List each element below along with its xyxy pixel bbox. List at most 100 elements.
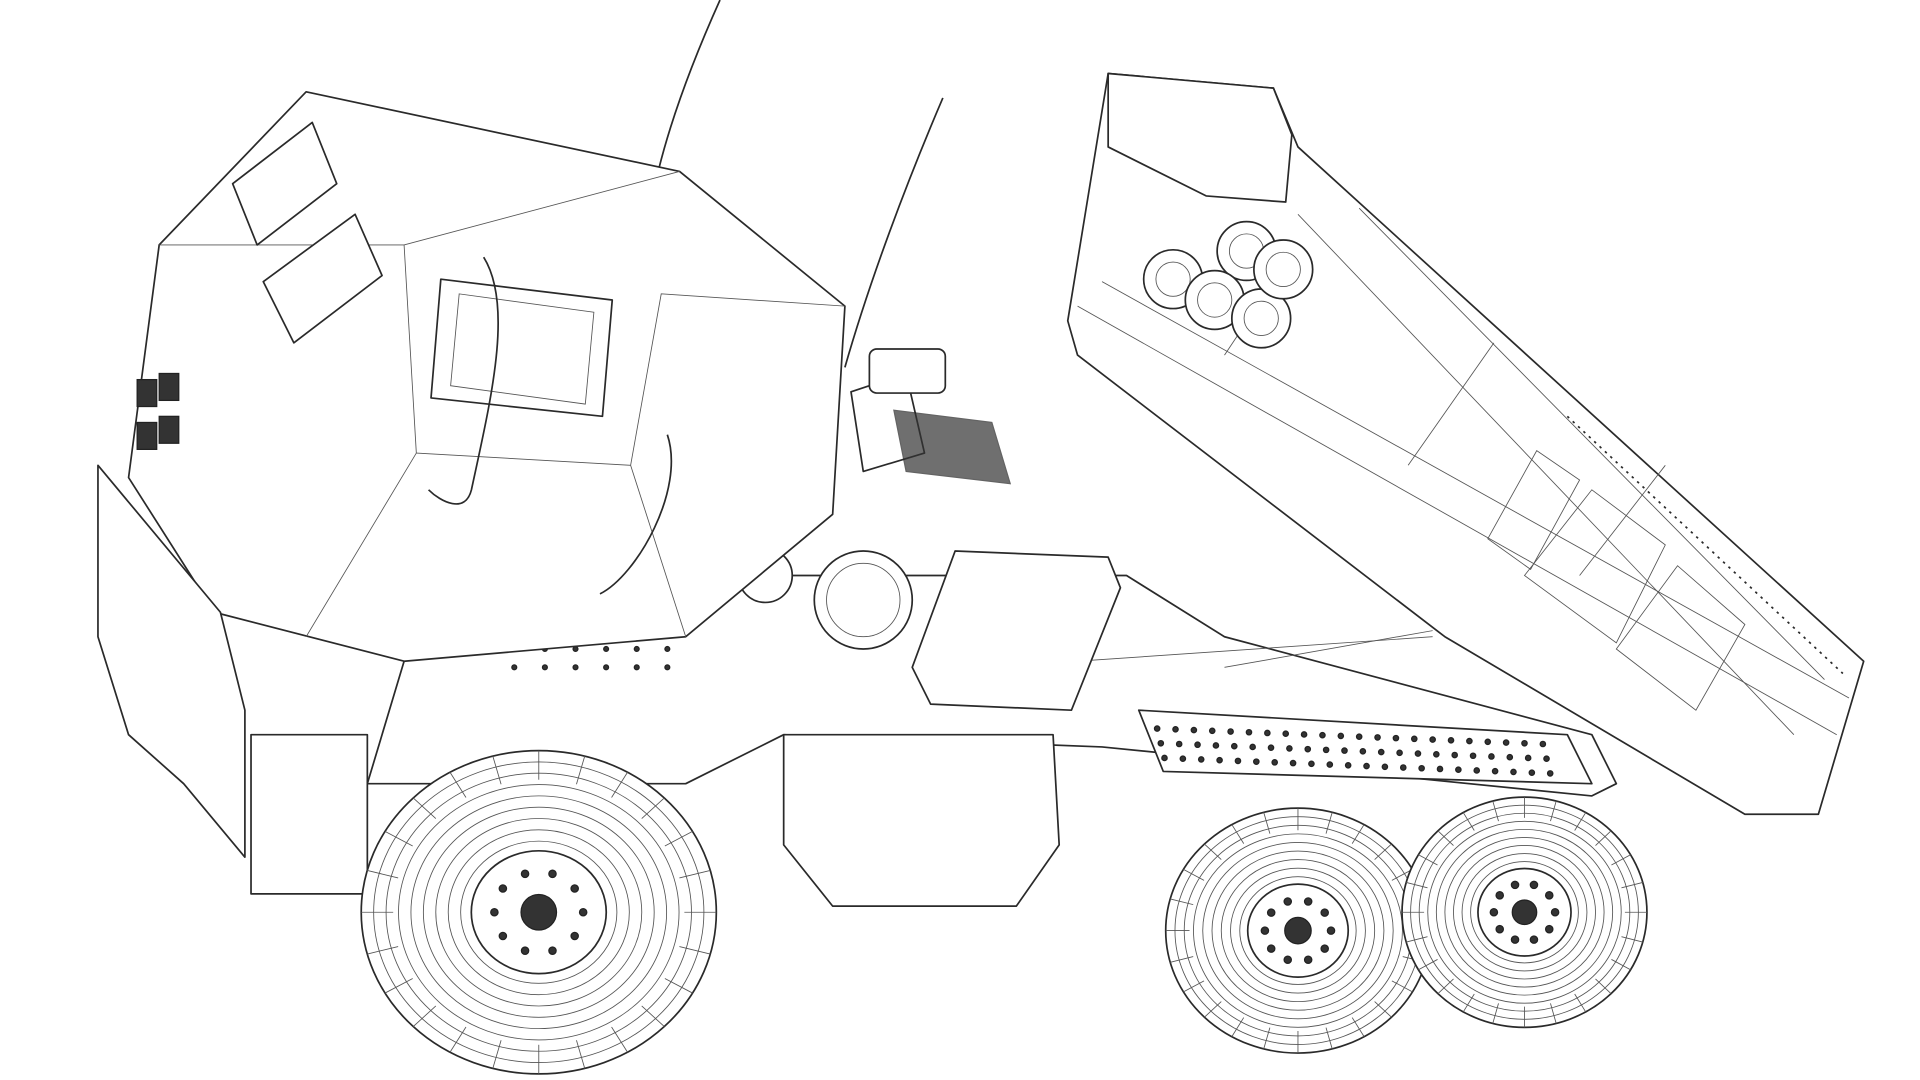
- lug-nut: [520, 869, 530, 879]
- vent-grille: [893, 409, 1012, 485]
- floor-hole: [633, 645, 640, 653]
- tread-line: [1170, 898, 1194, 906]
- lug-nut: [520, 946, 530, 955]
- tread-line: [1374, 843, 1392, 860]
- lug-nut: [570, 931, 579, 941]
- tread-line: [449, 772, 467, 798]
- rail-hole: [1161, 754, 1168, 762]
- cable: [599, 434, 673, 595]
- pod-panel: [1615, 565, 1746, 711]
- tread-line: [492, 755, 502, 785]
- tread-line: [449, 1026, 467, 1053]
- rail-hole: [1451, 751, 1459, 759]
- tire-ring: [398, 784, 680, 1041]
- rocket-tube-inner: [1243, 300, 1279, 336]
- rail-hole: [1473, 767, 1481, 774]
- tire-ring: [1239, 876, 1357, 985]
- lug-nut: [1266, 908, 1276, 917]
- rail-hole: [1326, 761, 1334, 768]
- front-grille: [136, 372, 180, 450]
- lug-nut: [1495, 924, 1505, 934]
- pod-panel: [1487, 449, 1581, 571]
- rail-hole: [1418, 764, 1425, 772]
- lug-nut: [1544, 891, 1554, 900]
- tread-line: [1351, 1017, 1365, 1037]
- lug-nut: [578, 907, 588, 917]
- rail-hole: [1253, 758, 1260, 765]
- tread-line: [1263, 1027, 1271, 1050]
- battery-box: [782, 733, 1061, 907]
- rocket-tube-inner: [1197, 282, 1233, 318]
- rail-hole: [1433, 750, 1440, 758]
- rail-hole: [1488, 753, 1495, 760]
- rail-hole: [1546, 770, 1554, 777]
- rail-hole: [1308, 760, 1315, 768]
- rail-hole: [1344, 761, 1352, 769]
- tread-line: [384, 978, 413, 994]
- rail-hole: [1455, 766, 1462, 774]
- tread-line: [1351, 824, 1365, 844]
- tread-line: [1621, 882, 1643, 889]
- lug-nut: [498, 884, 508, 893]
- rail-hole: [1179, 755, 1187, 762]
- floor-hole: [572, 664, 579, 671]
- tread-line: [679, 869, 711, 879]
- rail-hole: [1510, 768, 1517, 776]
- tread-line: [1437, 830, 1454, 846]
- tread-line: [1492, 1003, 1499, 1024]
- rail-hole: [1172, 725, 1179, 733]
- perforated-rail: [1137, 709, 1593, 785]
- lug-nut: [1529, 880, 1539, 890]
- lug-nut: [1544, 924, 1554, 934]
- tread-line: [492, 1040, 502, 1069]
- tread-line: [412, 1005, 437, 1027]
- storage-box: [911, 550, 1122, 712]
- floor-hole: [511, 664, 518, 671]
- tread-line: [384, 831, 413, 847]
- tread-line: [1611, 959, 1631, 971]
- tire-ring: [447, 829, 630, 996]
- rail-hole: [1319, 731, 1326, 739]
- rear-wheel-1: [1164, 807, 1432, 1054]
- floor-hole: [603, 645, 610, 653]
- rail-hole: [1521, 739, 1528, 747]
- rail-hole: [1447, 737, 1455, 744]
- tread-line: [1550, 800, 1557, 822]
- tread-line: [1462, 993, 1475, 1013]
- tread-line: [1611, 854, 1631, 866]
- cable: [427, 256, 499, 505]
- rail-hole: [1264, 729, 1271, 737]
- lug-nut: [1283, 955, 1293, 965]
- tire-ring: [1444, 837, 1605, 988]
- hub-nut: [1511, 899, 1538, 926]
- tread-line: [1263, 812, 1271, 834]
- lug-nut: [1303, 955, 1313, 965]
- lug-nut: [1260, 926, 1270, 935]
- tread-line: [1595, 978, 1612, 994]
- tire-ring: [1470, 861, 1579, 964]
- tire-ring: [1427, 820, 1622, 1004]
- rail-hole: [1175, 740, 1183, 748]
- rail-hole: [1300, 731, 1308, 738]
- tread-line: [576, 1040, 586, 1069]
- rocket-tubes: [1142, 220, 1314, 349]
- short-antenna: [844, 97, 944, 368]
- lug-nut: [1510, 935, 1520, 944]
- rail-hole: [1429, 736, 1436, 743]
- rail-hole: [1304, 745, 1312, 753]
- lug-nut: [1320, 944, 1329, 953]
- tread-line: [679, 946, 711, 955]
- front-window: [262, 213, 383, 344]
- tire-ring: [1202, 842, 1394, 1020]
- tire-ring: [460, 840, 618, 984]
- tread-line: [1418, 959, 1438, 971]
- pod-panel: [1523, 489, 1666, 644]
- rail-hole: [1341, 747, 1348, 754]
- tire-ring: [410, 795, 668, 1030]
- rail-hole: [1245, 728, 1253, 736]
- tread-line: [367, 946, 399, 955]
- tread-line: [1462, 812, 1475, 831]
- rail-hole: [1289, 759, 1297, 767]
- rail-hole: [1436, 765, 1444, 773]
- front-wheel: [360, 749, 718, 1075]
